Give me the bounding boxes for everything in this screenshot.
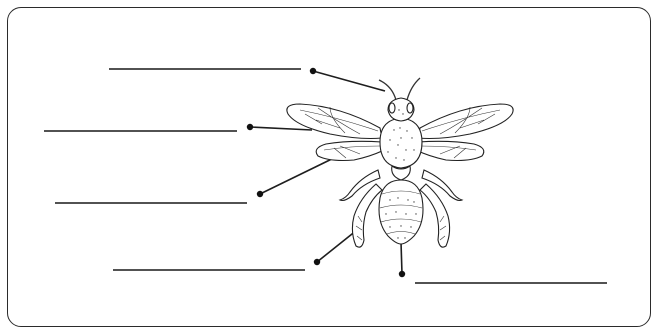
right-forewing bbox=[418, 104, 513, 139]
leader-dot-forewing bbox=[247, 124, 253, 130]
left-eye bbox=[389, 103, 395, 113]
answer-blanks bbox=[44, 69, 607, 283]
leader-antenna bbox=[313, 71, 385, 91]
right-hindwing bbox=[416, 141, 484, 160]
bee-abdomen bbox=[379, 180, 423, 244]
leader-abdomen bbox=[401, 242, 402, 274]
leader-hindwing bbox=[260, 155, 340, 194]
bee-icon bbox=[287, 78, 513, 247]
leader-dot-hindwing bbox=[257, 191, 263, 197]
leader-dot-leg bbox=[314, 259, 320, 265]
left-hindwing bbox=[316, 141, 384, 160]
left-forewing bbox=[287, 104, 382, 139]
right-antenna bbox=[407, 78, 420, 100]
leader-lines bbox=[247, 68, 405, 277]
leader-dot-abdomen bbox=[399, 271, 405, 277]
right-eye bbox=[407, 103, 413, 113]
leader-forewing bbox=[250, 127, 312, 130]
leader-dot-antenna bbox=[310, 68, 316, 74]
bee-thorax bbox=[380, 118, 422, 168]
